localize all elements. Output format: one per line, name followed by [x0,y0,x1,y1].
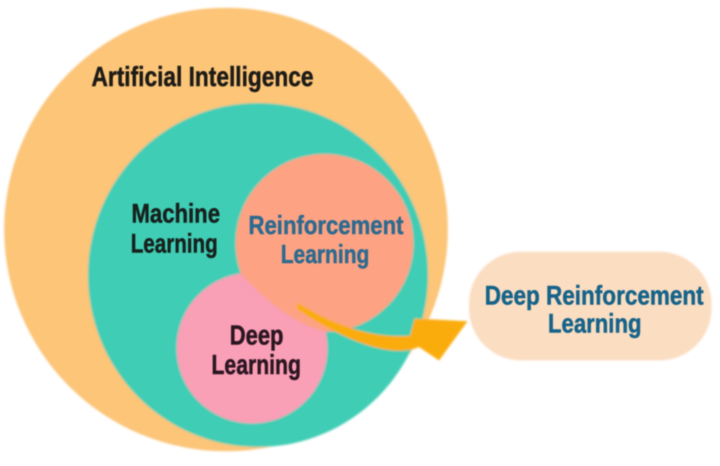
svg-text:Deep: Deep [230,320,284,351]
svg-text:Learning: Learning [131,228,218,258]
svg-text:Deep Reinforcement: Deep Reinforcement [485,281,704,311]
svg-text:Reinforcement: Reinforcement [249,210,404,240]
svg-text:Artificial Intelligence: Artificial Intelligence [92,61,314,92]
svg-text:Machine: Machine [132,199,221,229]
svg-text:Learning: Learning [281,239,370,269]
svg-text:Learning: Learning [548,309,642,339]
svg-text:Learning: Learning [212,349,301,380]
